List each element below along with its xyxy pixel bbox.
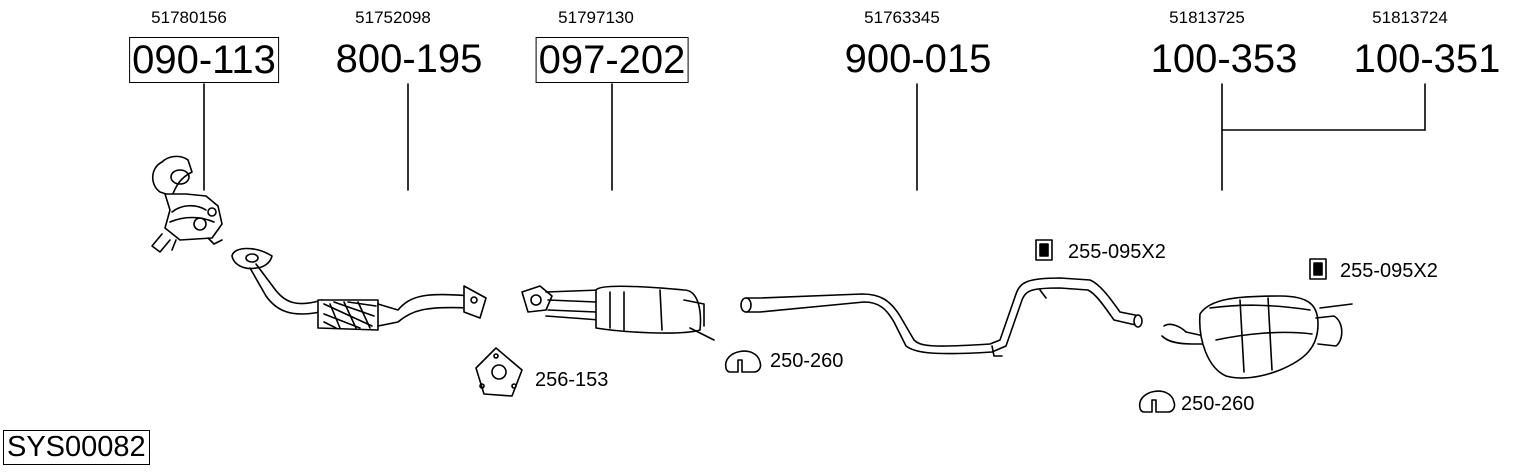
leader-lines bbox=[203, 83, 1426, 191]
intermediate-silencer-drawing bbox=[521, 285, 715, 341]
part-number-rear-silencer-b[interactable]: 100-351 bbox=[1353, 37, 1501, 81]
middle-pipe-drawing bbox=[740, 277, 1143, 357]
clamp-icon bbox=[725, 350, 762, 373]
oe-number-rear-silencer-a: 51813725 bbox=[1169, 8, 1245, 27]
accessory-label-mount-middle[interactable]: 255-095X2 bbox=[1068, 241, 1166, 263]
accessory-label-mount-rear[interactable]: 255-095X2 bbox=[1340, 260, 1438, 282]
rubber-mount-icon bbox=[1309, 258, 1327, 280]
part-number-front-pipe[interactable]: 800-195 bbox=[335, 37, 483, 81]
oe-number-middle-pipe: 51763345 bbox=[864, 8, 940, 27]
catalytic-converter-drawing bbox=[151, 155, 223, 253]
oe-number-rear-silencer-b: 51813724 bbox=[1372, 8, 1448, 27]
part-number-intermediate-silencer[interactable]: 097-202 bbox=[535, 37, 689, 83]
oe-number-catalyst: 51780156 bbox=[151, 8, 227, 27]
part-number-rear-silencer-a[interactable]: 100-353 bbox=[1150, 37, 1298, 81]
oe-number-front-pipe: 51752098 bbox=[355, 8, 431, 27]
front-pipe-drawing bbox=[231, 247, 487, 331]
system-code-label: SYS00082 bbox=[3, 430, 150, 465]
gasket-icon bbox=[475, 347, 523, 397]
accessory-label-clamp-rear[interactable]: 250-260 bbox=[1181, 393, 1255, 415]
oe-number-intermediate-silencer: 51797130 bbox=[558, 8, 634, 27]
part-number-catalyst[interactable]: 090-113 bbox=[129, 37, 279, 83]
accessory-label-gasket[interactable]: 256-153 bbox=[535, 369, 609, 391]
clamp-icon bbox=[1139, 390, 1176, 413]
rear-silencer-drawing bbox=[1161, 295, 1353, 379]
rubber-mount-icon bbox=[1035, 239, 1053, 261]
part-number-middle-pipe[interactable]: 900-015 bbox=[844, 37, 992, 81]
accessory-label-clamp-front[interactable]: 250-260 bbox=[770, 350, 844, 372]
